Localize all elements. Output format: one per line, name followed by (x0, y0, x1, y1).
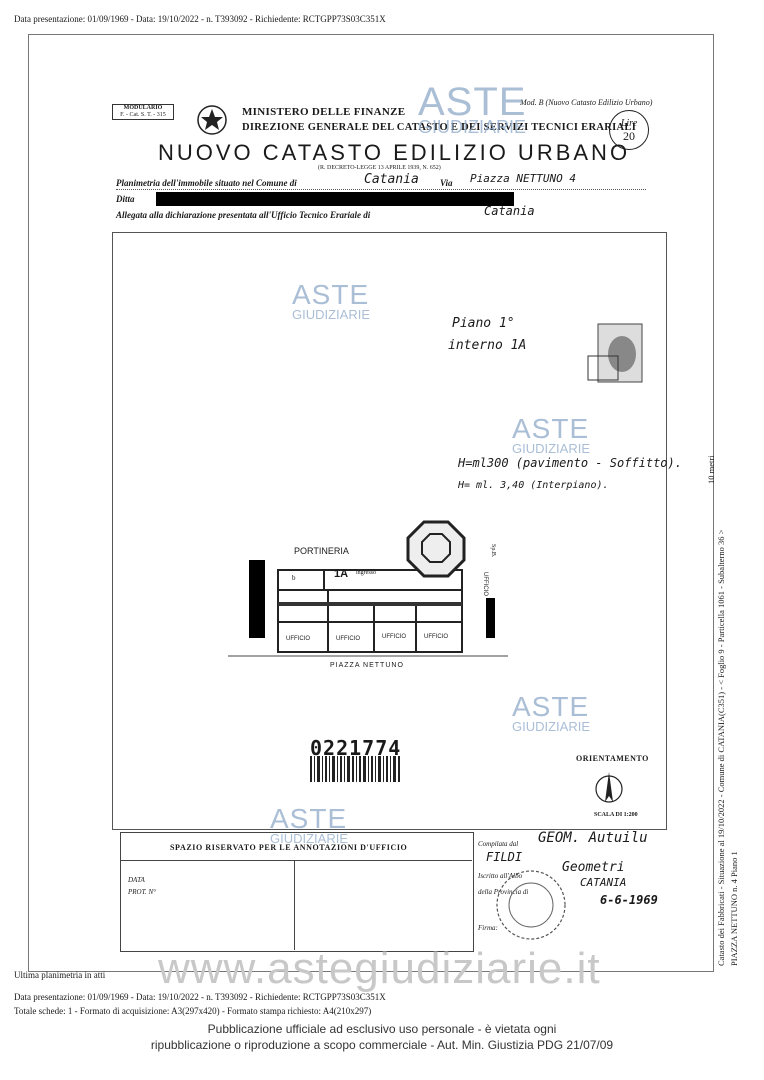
watermark-line2: GIUDIZIARIE (270, 831, 349, 846)
floor-plan (228, 520, 508, 657)
ufficio-label-3: UFFICIO (382, 634, 406, 640)
lire-value: 20 (623, 129, 635, 143)
compilata-label: Compilata dal (478, 840, 519, 848)
field-underline (116, 189, 646, 190)
footer-line-2: Totale schede: 1 - Formato di acquisizio… (14, 1006, 372, 1016)
office-annotation-box (120, 832, 474, 952)
ultima-planimetria: Ultima planimetria in atti (14, 970, 106, 980)
iscritto-label: Iscritto all'Albo (478, 872, 523, 880)
watermark-line1: ASTE (270, 803, 348, 834)
header-top-line: Data presentazione: 01/09/1969 - Data: 1… (14, 14, 386, 24)
planimetria-label: Planimetria dell'immobile situato nel Co… (116, 178, 297, 188)
modulario-code: F. - Cat. S. T. - 315 (120, 112, 166, 118)
redaction-bar-right (486, 598, 495, 638)
sign-city: CATANIA (580, 876, 627, 889)
ufficio-label-right: UFFICIO (482, 572, 488, 596)
revenue-stamp-icon (587, 323, 643, 383)
watermark-line1: ASTE (418, 80, 527, 124)
b-label: b (292, 574, 296, 582)
scala-label: Sp.B. (490, 544, 496, 558)
mod-reference: Mod. B (Nuovo Catasto Edilizio Urbano) (520, 98, 653, 107)
footer-line-1: Data presentazione: 01/09/1969 - Data: 1… (14, 992, 386, 1002)
watermark-line2: GIUDIZIARIE (292, 307, 371, 322)
north-arrow-icon (595, 772, 623, 803)
height-note-2: H= ml. 3,40 (Interpiano). (458, 480, 609, 491)
watermark-line1: ASTE (512, 413, 590, 444)
republic-emblem-icon (197, 105, 227, 135)
publication-line-1: Pubblicazione ufficiale ad esclusivo uso… (207, 1022, 557, 1036)
office-data-label: DATA (128, 876, 145, 884)
redacted-owner (156, 192, 514, 206)
direzione-name: DIREZIONE GENERALE DEL CATASTO E DEI SER… (242, 122, 637, 133)
orientamento-label: ORIENTAMENTO (576, 754, 649, 763)
ufficio-label-1: UFFICIO (286, 636, 310, 642)
modulario-box: MODULARIO F. - Cat. S. T. - 315 (112, 104, 174, 120)
watermark-line1: ASTE (292, 279, 370, 310)
sign-title: Geometri (562, 860, 625, 875)
via-value: Piazza NETTUNO 4 (470, 172, 576, 185)
scale-label: SCALA DI 1:200 (594, 812, 638, 818)
ufficio-label-2: UFFICIO (336, 636, 360, 642)
office-box-divider (120, 860, 472, 861)
office-box-divider-vertical (294, 860, 295, 950)
firma-label: Firma: (478, 924, 498, 932)
official-seal-icon (496, 870, 566, 940)
comune-value: Catania (364, 172, 419, 187)
piazza-label: PIAZZA NETTUNO (330, 662, 404, 669)
compilata-name: GEOM. Autuilu (538, 830, 648, 846)
redaction-bar-left (249, 560, 265, 638)
document-frame (28, 34, 714, 972)
office-prot-label: PROT. N° (128, 888, 156, 896)
site-watermark: www.astegiudiziarie.it (158, 944, 601, 993)
barcode-icon (310, 756, 400, 782)
ingresso-label: ingresso (356, 570, 376, 576)
lire-stamp: Lire 20 (609, 110, 649, 150)
unit-label: 1A (334, 568, 349, 580)
portineria-label: PORTINERIA (294, 546, 349, 556)
ditta-label: Ditta (116, 194, 135, 204)
via-label: Via (440, 178, 453, 188)
document-title: NUOVO CATASTO EDILIZIO URBANO (158, 140, 631, 165)
ministry-name: MINISTERO DELLE FINANZE (242, 106, 406, 118)
plan-sheet (112, 232, 667, 830)
side-address-text: PIAZZA NETTUNO n. 4 Piano 1 (729, 851, 739, 966)
lire-label: Lire (620, 118, 638, 129)
height-note-1: H=ml300 (pavimento - Soffitto). (458, 456, 682, 470)
allegata-label: Allegata alla dichiarazione presentata a… (116, 210, 371, 220)
watermark-line1: ASTE (512, 691, 590, 722)
side-scale-text: 10 metri (706, 455, 716, 484)
side-cadastre-text: Catasto dei Fabbricati - Situazione al 1… (716, 529, 726, 966)
provincia-label: della Provincia di (478, 888, 529, 896)
piano-note: Piano 1° (452, 316, 515, 331)
office-box-title: SPAZIO RISERVATO PER LE ANNOTAZIONI D'UF… (170, 843, 408, 852)
compilata-name2: FILDI (486, 850, 523, 864)
watermark-line2: GIUDIZIARIE (418, 117, 527, 137)
ufficio-value: Catania (484, 204, 535, 218)
ufficio-label-4: UFFICIO (424, 634, 448, 640)
decree-ref: (R. DECRETO-LEGGE 13 APRILE 1939, N. 652… (318, 165, 441, 171)
interno-note: interno 1A (448, 338, 527, 353)
watermark-line2: GIUDIZIARIE (512, 441, 591, 456)
publication-line-2: ripubblicazione o riproduzione a scopo c… (150, 1038, 614, 1052)
watermark-line2: GIUDIZIARIE (512, 719, 591, 734)
sign-date: 6-6-1969 (600, 893, 658, 907)
modulario-label: MODULARIO (123, 105, 163, 111)
